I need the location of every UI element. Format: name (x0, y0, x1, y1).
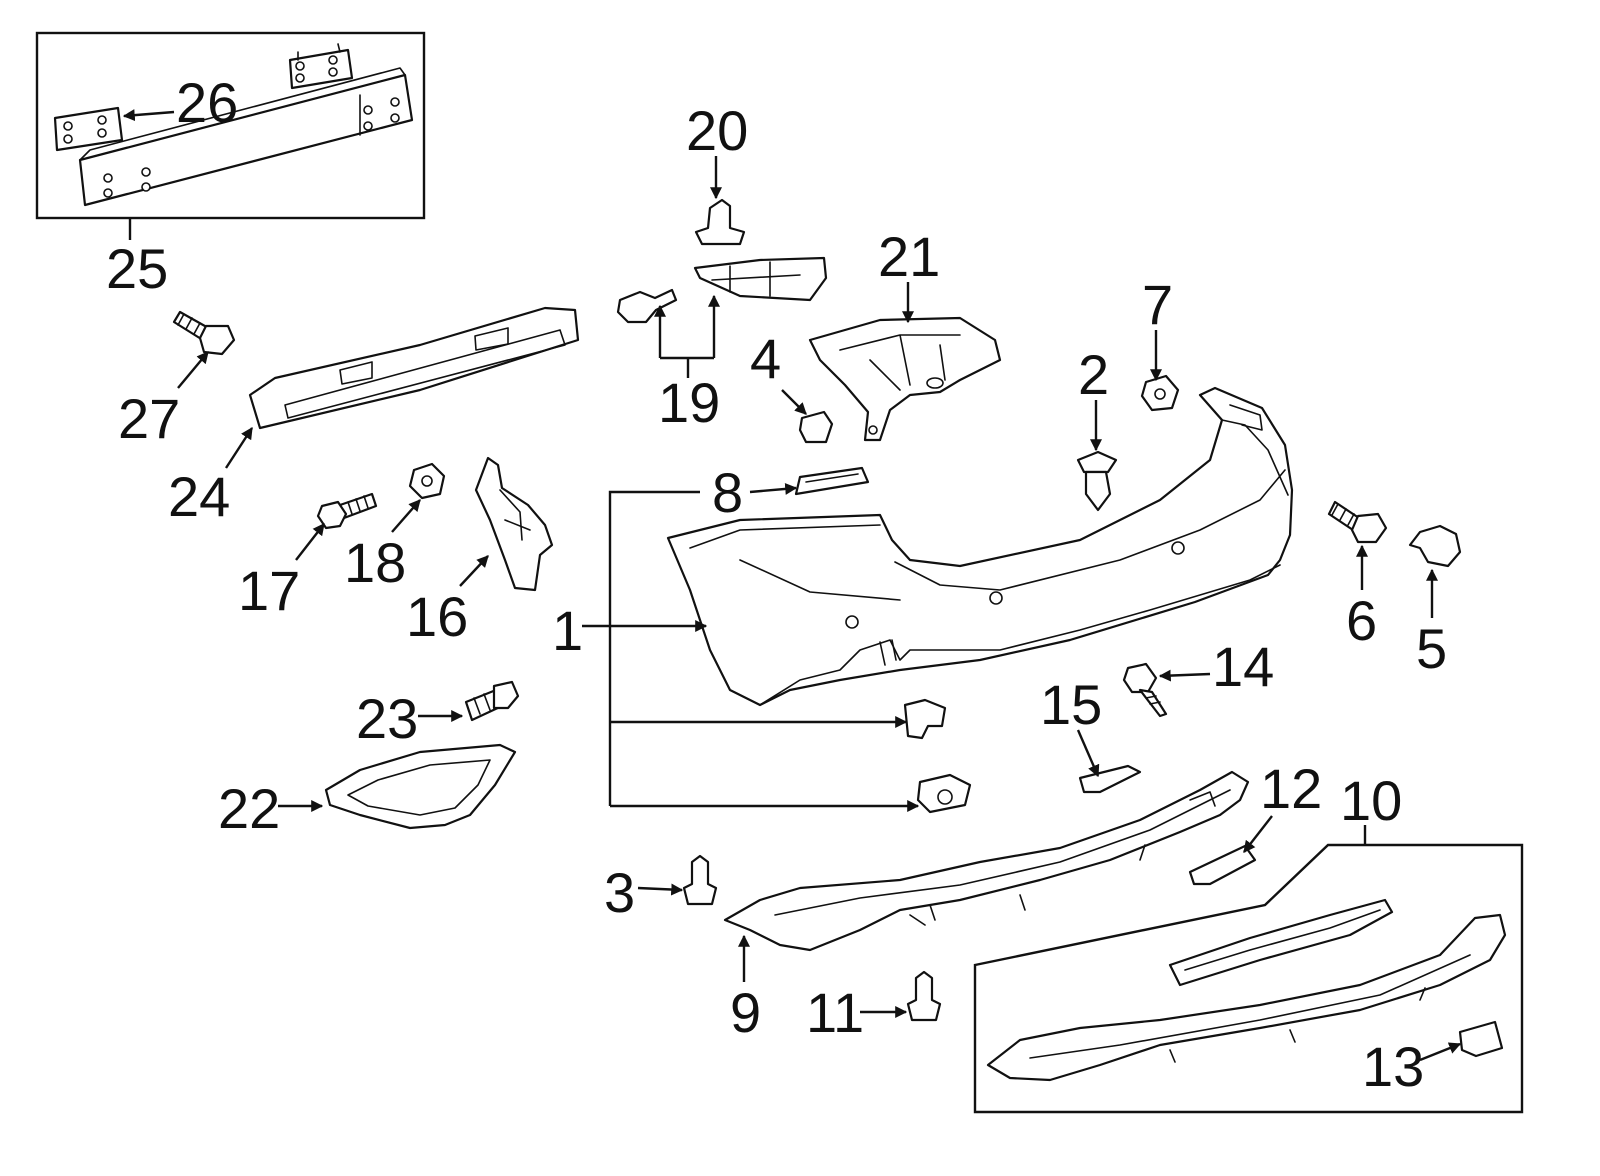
clip-11-part (906, 970, 942, 1022)
bumper-retainer-part (903, 698, 947, 740)
callout-23: 23 (356, 687, 418, 750)
leader-lines (122, 109, 1462, 1062)
stud-17-part (316, 492, 378, 530)
callout-3: 3 (604, 861, 635, 924)
cap-part (798, 410, 834, 444)
callout-22: 22 (218, 777, 280, 840)
callout-14: 14 (1212, 635, 1274, 698)
bolt-6-part (1327, 500, 1388, 544)
nut-18-part (408, 462, 446, 500)
cover-cap-part (1408, 524, 1462, 568)
callout-26: 26 (176, 71, 238, 134)
callout-10: 10 (1340, 769, 1402, 832)
callout-24: 24 (168, 465, 230, 528)
reflector-part (794, 466, 870, 496)
callout-25: 25 (106, 237, 168, 300)
callout-2: 2 (1078, 343, 1109, 406)
side-spacer-part (474, 456, 554, 592)
callout-4: 4 (750, 327, 781, 390)
callout-27: 27 (118, 387, 180, 450)
bolt-23-part (464, 680, 520, 722)
side-reflector-part (324, 743, 517, 830)
nut-7-part (1140, 374, 1180, 412)
push-clip-part (1076, 450, 1118, 512)
bracket-12-part (1188, 844, 1257, 886)
screw-14-part (1122, 662, 1168, 718)
callout-6: 6 (1346, 589, 1377, 652)
callout-labels: 26 25 27 24 20 19 21 4 7 2 8 18 17 16 1 … (106, 71, 1447, 1098)
lower-valance-part (723, 770, 1250, 952)
callout-13: 13 (1362, 1035, 1424, 1098)
sensor-retainer-part (916, 773, 972, 814)
side-retainer-part (808, 316, 1002, 442)
reinforcement-assembly-box (35, 31, 426, 240)
clip-3-part (682, 854, 718, 906)
bumper-cover-part (666, 386, 1294, 707)
callout-21: 21 (878, 225, 940, 288)
retainer-clip-part (694, 198, 746, 246)
callout-1: 1 (552, 599, 583, 662)
flange-bolt-part (172, 310, 236, 356)
callout-15: 15 (1040, 673, 1102, 736)
callout-16: 16 (406, 585, 468, 648)
callout-9: 9 (730, 981, 761, 1044)
callout-18: 18 (344, 531, 406, 594)
callout-5: 5 (1416, 617, 1447, 680)
callout-19: 19 (658, 371, 720, 434)
callout-11: 11 (806, 981, 864, 1044)
bracket-15-part (1078, 764, 1142, 794)
lower-garnish-assembly-box (973, 825, 1524, 1114)
callout-20: 20 (686, 99, 748, 162)
callout-12: 12 (1260, 757, 1322, 820)
callout-7: 7 (1142, 273, 1173, 336)
side-bracket-part (616, 256, 828, 324)
callout-8: 8 (712, 461, 743, 524)
energy-absorber-part (248, 306, 580, 430)
callout-17: 17 (238, 559, 300, 622)
